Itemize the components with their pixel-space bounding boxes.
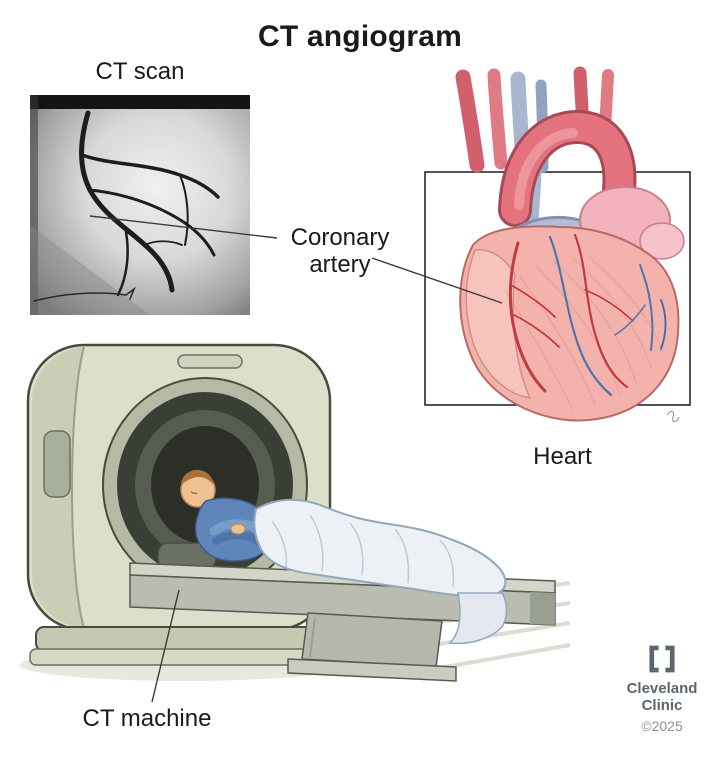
page-title: CT angiogram xyxy=(257,20,463,53)
angiogram-xray-graphic xyxy=(30,95,250,315)
heart-graphic xyxy=(424,66,691,422)
coronary-artery-label-line1: Coronary xyxy=(290,224,390,251)
ct-machine-label: CT machine xyxy=(82,705,212,732)
copyright-text: ©2025 xyxy=(641,718,683,734)
blanket xyxy=(253,498,508,645)
patient-hands xyxy=(230,523,246,535)
ct-machine-illustration xyxy=(10,335,570,705)
brand-name-line2: Clinic xyxy=(641,697,683,714)
coronary-arteries xyxy=(508,233,634,393)
patient xyxy=(180,469,274,562)
cleveland-clinic-logo-icon xyxy=(649,645,675,673)
cardiac-veins xyxy=(548,235,667,397)
coronary-artery-label: Coronary artery xyxy=(276,224,404,278)
coronary-vessels-on-scan xyxy=(33,110,220,302)
table-pedestal xyxy=(287,612,457,682)
gantry-handle xyxy=(177,354,243,369)
heart-label: Heart xyxy=(533,443,592,470)
aorta xyxy=(498,109,637,227)
patient-hair xyxy=(181,469,214,486)
brand-name-line1: Cleveland xyxy=(626,680,698,697)
gantry-side-panel xyxy=(43,430,71,498)
ct-scan-image xyxy=(30,95,250,315)
heart-illustration xyxy=(415,65,710,440)
branding-block: Cleveland Clinic ©2025 xyxy=(600,642,720,734)
ct-scanner-graphic xyxy=(20,343,570,682)
myocardium-striations xyxy=(504,256,664,411)
artist-signature xyxy=(666,410,680,422)
ct-scan-label: CT scan xyxy=(95,58,185,85)
coronary-artery-label-line2: artery xyxy=(309,251,371,278)
